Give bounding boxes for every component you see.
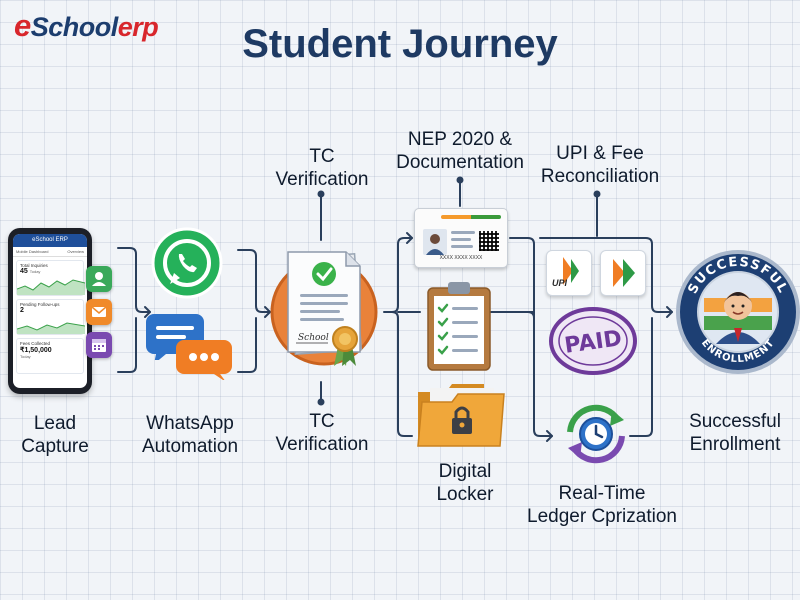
eschoolerp-logo: eSchoolerp: [14, 8, 159, 44]
document-icon: School: [270, 251, 378, 366]
logo-erp: erp: [117, 12, 159, 42]
inquiries-number: 45: [20, 268, 28, 275]
upi-text: UPI: [552, 278, 568, 288]
fees-label: Fees Collected: [20, 341, 51, 346]
inquiries-card: Total Inquiries 45 Today: [16, 260, 85, 296]
phone-screen: eSchool ERP Mobile Dashboard Overview To…: [13, 234, 87, 388]
logo-school: School: [30, 12, 119, 42]
phone-app-title: eSchool ERP: [13, 234, 87, 247]
stage-nep-line1: NEP 2020 &: [407, 129, 513, 150]
stage-lead-line2: Capture: [21, 436, 89, 457]
stage-nep-line2: Documentation: [396, 152, 524, 173]
id-card-icon: XXXX XXXX XXXX: [414, 208, 508, 268]
folder-lock-icon: [417, 384, 505, 447]
stage-enroll-line1: Successful: [689, 411, 781, 432]
stage-tc-top-line2: Verification: [275, 169, 369, 190]
id-card-number: XXXX XXXX XXXX: [439, 255, 483, 261]
stage-lead-label: Lead Capture: [0, 412, 110, 458]
stage-tc-bottom-line1: TC: [309, 411, 335, 432]
fees-value: ₹1,50,000: [20, 347, 52, 354]
id-card-line: [451, 231, 475, 234]
upi-arrow-icon: [600, 250, 646, 296]
logo-e: e: [14, 8, 31, 43]
stage-ledger-line1: Real-Time: [558, 483, 646, 504]
phone-dashboard: eSchool ERP Mobile Dashboard Overview To…: [8, 228, 92, 394]
inquiries-label: Total Inquiries: [20, 263, 48, 268]
stage-upi-line1: UPI & Fee: [556, 143, 644, 164]
followups-label: Pending Follow-ups: [20, 302, 60, 307]
calendar-icon: [86, 332, 112, 358]
followups-card: Pending Follow-ups 2: [16, 299, 85, 335]
phone-tab-right: Overview: [67, 249, 84, 254]
phone-tab-left: Mobile Dashboard: [16, 249, 49, 254]
id-card-line: [451, 245, 473, 248]
stage-ledger-line2: Ledger Cprization: [527, 506, 677, 527]
followups-value: 2: [20, 307, 24, 314]
user-icon: [86, 266, 112, 292]
qr-code-icon: [479, 231, 499, 251]
inquiries-chart: [17, 279, 85, 295]
stage-whatsapp-line2: Automation: [141, 436, 239, 457]
sync-clock-icon: [567, 404, 625, 464]
clipboard-checklist-icon: [427, 282, 491, 371]
graduate-badge-icon: SUCCESSFUL ENROLLMENT: [676, 250, 800, 374]
fees-unit: Today: [20, 354, 31, 359]
stage-ledger-label: Real-Time Ledger Cprization: [512, 482, 692, 528]
stage-enroll-line2: Enrollment: [689, 434, 781, 455]
stage-enroll-label: Successful Enrollment: [670, 410, 800, 456]
stage-whatsapp-label: WhatsApp Automation: [130, 412, 250, 458]
fees-card: Fees Collected ₹1,50,000 Today: [16, 338, 84, 374]
upi-logo-icon: UPI: [546, 250, 592, 296]
chat-bubble-icon: [146, 314, 204, 360]
stage-upi-line2: Reconciliation: [540, 166, 660, 187]
stage-tc-bottom-label: TC Verification: [262, 410, 382, 456]
id-card-stripe: [441, 215, 501, 219]
stage-whatsapp-line1: WhatsApp: [146, 413, 234, 434]
stage-locker-line2: Locker: [436, 484, 494, 505]
check-badge-icon: [332, 326, 358, 366]
id-card-line: [451, 238, 471, 241]
stage-locker-line1: Digital: [438, 461, 492, 482]
stage-tc-top-line1: TC: [309, 146, 335, 167]
stage-locker-label: Digital Locker: [400, 460, 530, 506]
mail-icon: [86, 299, 112, 325]
inquiries-value: 45 Today: [20, 268, 80, 275]
stage-tc-bottom-line2: Verification: [275, 434, 369, 455]
stage-nep-label: NEP 2020 & Documentation: [385, 128, 535, 174]
whatsapp-icon: [151, 227, 223, 299]
page-title: Student Journey: [242, 22, 558, 66]
paid-stamp-icon: PAID: [549, 307, 637, 375]
stage-lead-line1: Lead: [33, 413, 77, 434]
stage-tc-top-label: TC Verification: [262, 145, 382, 191]
phone-tabs: Mobile Dashboard Overview: [13, 247, 87, 257]
stage-upi-label: UPI & Fee Reconciliation: [525, 142, 675, 188]
followups-chart: [17, 322, 85, 334]
typing-bubble-icon: [176, 340, 232, 380]
inquiries-unit: Today: [29, 269, 41, 274]
signature-text: School: [298, 333, 329, 343]
id-card-photo: [423, 229, 447, 255]
